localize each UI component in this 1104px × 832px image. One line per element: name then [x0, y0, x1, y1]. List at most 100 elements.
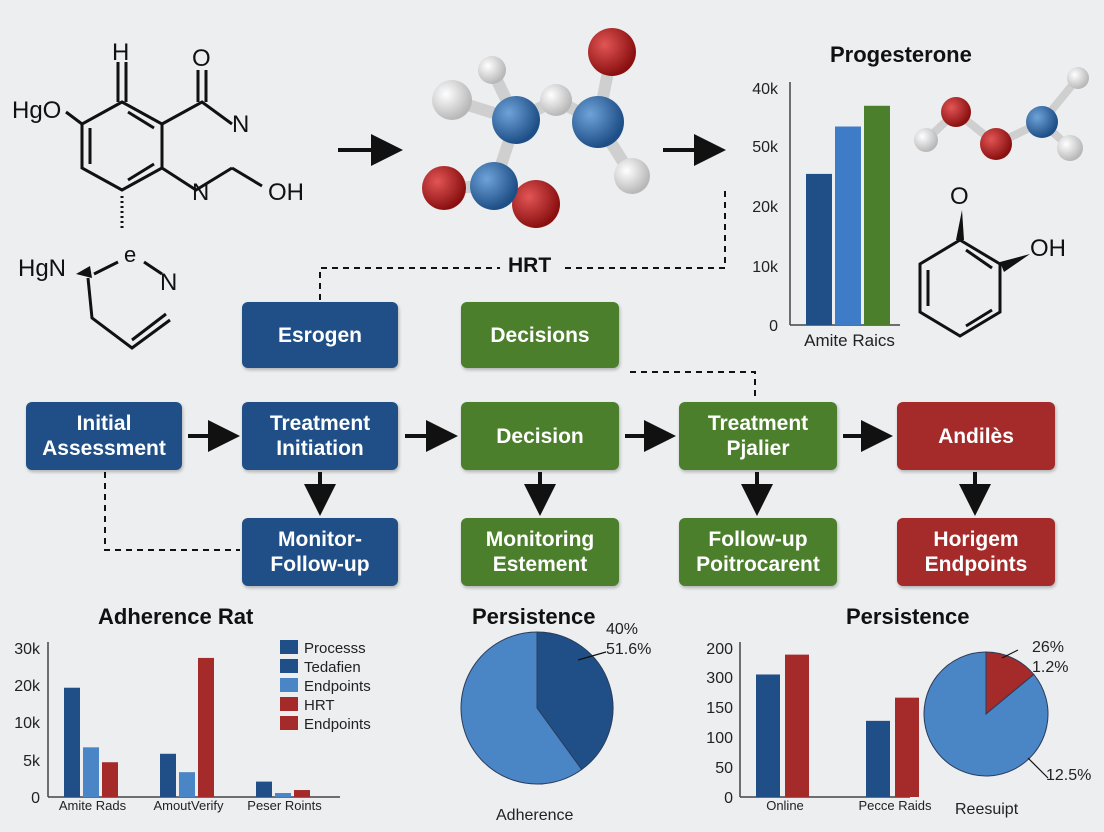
assessment-dashed-connector — [104, 472, 240, 551]
decision-box-label: Decision — [496, 424, 584, 448]
atom-h-label: H — [112, 39, 129, 66]
monitoring-estement-line1: Monitoring — [485, 528, 595, 551]
atom-o-label: O — [192, 45, 211, 72]
adherence-chart-title: Adherence Rat — [98, 604, 254, 629]
initial-assessment-line2: Assessment — [42, 437, 166, 460]
adherence-bar — [102, 762, 118, 797]
progesterone-title: Progesterone — [830, 42, 972, 67]
reesuipt-pie-leader-line — [1001, 649, 1019, 659]
persistence-bar-bar — [785, 654, 809, 797]
follow-up-poitrocarent-line1: Follow-up — [708, 528, 808, 551]
horigem-endpoints-line1: Horigem — [933, 528, 1019, 551]
reesuipt-pie-slice-label: 26% — [1032, 639, 1064, 656]
persistence-pie-leader-line — [577, 651, 607, 661]
progesterone-bar — [835, 126, 861, 325]
persistence-bar-category-label: Pecce Raids — [859, 798, 932, 813]
reesuipt-pie-slice-label: 12.5% — [1046, 767, 1091, 784]
andiles-box-label: Andilès — [938, 424, 1014, 448]
hrt-dashed-connector — [319, 190, 726, 300]
adherence-legend-swatch — [280, 640, 298, 654]
decisions-box[interactable]: Decisions — [461, 302, 619, 368]
persistence-bar-y-tick-label: 0 — [724, 790, 733, 807]
atom-n2-label: N — [192, 179, 209, 206]
treatment-initiation-line2: Initiation — [276, 437, 364, 460]
adherence-legend-swatch — [280, 716, 298, 730]
persistence-bar-y-tick-label: 150 — [706, 700, 733, 717]
persistence-pie-slice — [460, 631, 583, 785]
group-hgo-label: HgO — [12, 97, 61, 124]
progesterone-y-tick-label: 0 — [769, 318, 778, 335]
adherence-bar — [160, 753, 176, 797]
reesuipt-pie-slice — [985, 651, 1035, 716]
persistence-pie-title: Persistence — [472, 604, 596, 629]
persistence-pie-slice — [536, 631, 614, 771]
reesuipt-pie-slice — [923, 651, 1049, 777]
phenol-oh-label: OH — [1030, 235, 1066, 262]
atom-n1-label: N — [232, 111, 249, 138]
atom-e-label: e — [124, 242, 136, 267]
adherence-bar — [83, 747, 99, 797]
adherence-bar — [64, 687, 80, 797]
adherence-category-label: AmoutVerify — [153, 798, 224, 813]
persistence-bar-y-tick-label: 300 — [706, 670, 733, 687]
persistence-bar-category-label: Online — [766, 798, 804, 813]
adherence-y-tick-label: 20k — [14, 678, 41, 695]
adherence-bar — [198, 657, 214, 797]
adherence-bar — [179, 772, 195, 797]
persistence-bar-y-tick-label: 200 — [706, 641, 733, 658]
adherence-category-label: Peser Roints — [247, 798, 322, 813]
hrt-label: HRT — [508, 254, 552, 277]
persistence-pie-x-label: Adherence — [496, 807, 573, 824]
group-oh-label: OH — [268, 179, 304, 206]
persistence-bar-y-tick-label: 50 — [715, 760, 733, 777]
treatment-initiation-line1: Treatment — [269, 412, 371, 435]
decisions-dashed-connector — [630, 371, 756, 398]
persistence-bar-bar — [895, 697, 919, 797]
treatment-pjalier-line1: Treatment — [707, 412, 809, 435]
group-hgn-label: HgN — [18, 255, 66, 282]
adherence-bar — [256, 781, 272, 797]
estrogen-box[interactable]: Esrogen — [242, 302, 398, 368]
adherence-legend-swatch — [280, 697, 298, 711]
follow-up-poitrocarent-line2: Poitrocarent — [696, 553, 820, 576]
progesterone-y-tick-label: 20k — [752, 199, 779, 216]
adherence-category-label: Amite Rads — [59, 798, 127, 813]
progesterone-category-label: Amite Raics — [804, 331, 895, 350]
progesterone-y-tick-label: 40k — [752, 81, 779, 98]
adherence-bar — [294, 790, 310, 797]
adherence-legend-label: Tedafien — [304, 659, 361, 676]
monitor-follow-up-box[interactable]: Monitor-Follow-up — [242, 518, 398, 586]
adherence-legend-swatch — [280, 659, 298, 673]
adherence-legend-label: Processs — [304, 640, 366, 657]
atom-n3-label: N — [160, 269, 177, 296]
adherence-y-tick-label: 0 — [31, 790, 40, 807]
andiles-box[interactable]: Andilès — [897, 402, 1055, 470]
adherence-y-tick-label: 30k — [14, 641, 41, 658]
persistence-pie-slice-label: 51.6% — [606, 641, 651, 658]
progesterone-bar — [864, 105, 890, 326]
treatment-pjalier-line2: Pjalier — [726, 437, 790, 460]
reesuipt-pie-slice-label: 1.2% — [1032, 659, 1068, 676]
decision-box[interactable]: Decision — [461, 402, 619, 470]
reesuipt-pie-x-label: Reesuipt — [955, 801, 1019, 818]
progesterone-y-tick-label: 50k — [752, 139, 779, 156]
persistence-pie-slice-label: 40% — [606, 621, 638, 638]
initial-assessment-line1: Initial — [76, 412, 132, 435]
persistence-bar-title: Persistence — [846, 604, 970, 629]
adherence-legend-label: HRT — [304, 697, 335, 714]
persistence-bar-y-tick-label: 100 — [706, 730, 733, 747]
persistence-bar-bar — [866, 720, 890, 797]
adherence-bar — [275, 793, 291, 797]
